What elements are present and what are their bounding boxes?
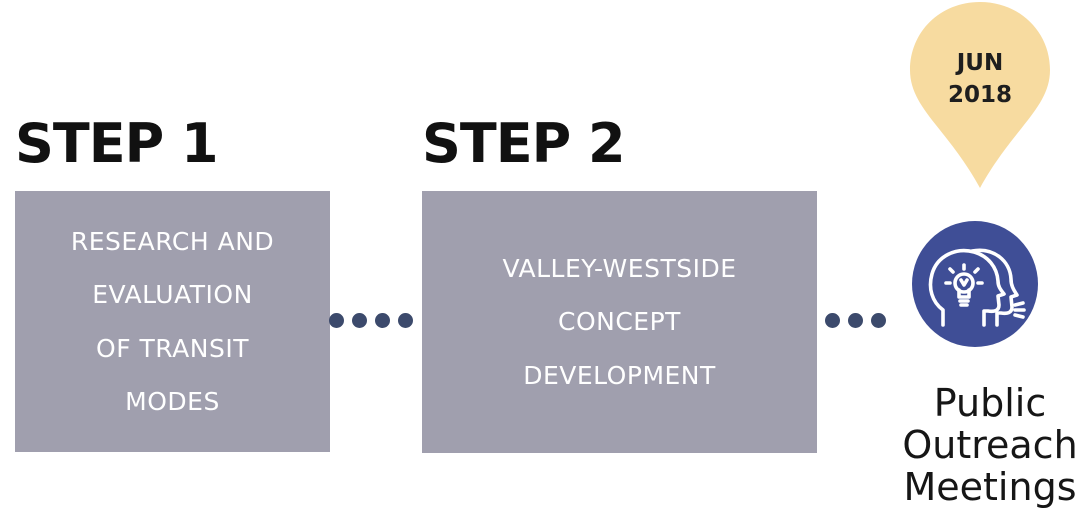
connector-dots-1 (329, 313, 413, 333)
step-2-box: VALLEY-WESTSIDE CONCEPT DEVELOPMENT (422, 191, 817, 453)
step-1-box: RESEARCH AND EVALUATION OF TRANSIT MODES (15, 191, 330, 452)
step-1-description: RESEARCH AND EVALUATION OF TRANSIT MODES (71, 215, 274, 429)
milestone-date: JUN 2018 (907, 47, 1053, 111)
milestone-month: JUN (956, 50, 1004, 76)
connector-dot (848, 313, 863, 328)
milestone-year: 2018 (947, 82, 1012, 108)
milestone-label-line: Meetings (903, 465, 1077, 509)
milestone-label: Public Outreach Meetings (893, 382, 1087, 508)
connector-dot (871, 313, 886, 328)
step-1-title: STEP 1 (15, 112, 219, 175)
map-pin-icon (910, 2, 1050, 188)
connector-dot (329, 313, 344, 328)
connector-dot (398, 313, 413, 328)
head-lightbulb-icon (928, 248, 1026, 327)
connector-dot (825, 313, 840, 328)
step-2-line: CONCEPT (558, 307, 681, 337)
step-1-line: MODES (125, 387, 220, 416)
connector-dot (352, 313, 367, 328)
step-2-line: DEVELOPMENT (523, 360, 716, 390)
step-2-line: VALLEY-WESTSIDE (502, 253, 737, 283)
step-1-line: OF TRANSIT (96, 333, 249, 363)
connector-dots-2 (825, 313, 886, 333)
milestone-label-line: Public (933, 381, 1047, 425)
step-1-line: EVALUATION (92, 280, 253, 309)
step-2-description: VALLEY-WESTSIDE CONCEPT DEVELOPMENT (502, 242, 736, 403)
step-2-title: STEP 2 (422, 112, 626, 175)
icon-circle (912, 221, 1038, 347)
step-1-line: RESEARCH AND (70, 226, 275, 256)
connector-dot (375, 313, 390, 328)
milestone-label-line: Outreach (902, 423, 1078, 467)
